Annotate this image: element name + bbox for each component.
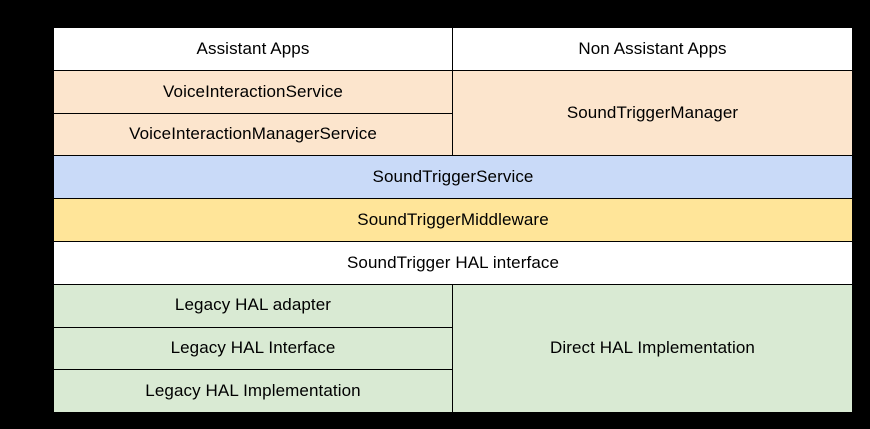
cell-legacy-hal-adapter: Legacy HAL adapter <box>53 283 453 328</box>
table-row-legacy-hal-implementation: Legacy HAL Implementation <box>53 369 853 414</box>
header-cell-non-assistant-apps: Non Assistant Apps <box>452 27 853 71</box>
cell-legacy-hal-interface: Legacy HAL Interface <box>53 326 453 371</box>
cell-sound-trigger-hal-interface: SoundTrigger HAL interface <box>53 240 853 285</box>
cell-sound-trigger-service: SoundTriggerService <box>53 155 853 200</box>
cell-voice-interaction-manager-service: VoiceInteractionManagerService <box>53 112 453 157</box>
table-row-voice-interaction-manager-service: VoiceInteractionManagerService <box>53 112 853 157</box>
cell-direct-hal-implementation: Direct HAL Implementation <box>452 283 853 414</box>
architecture-layer-table: Assistant Apps Non Assistant Apps VoiceI… <box>53 27 853 414</box>
table-row-sound-trigger-middleware: SoundTriggerMiddleware <box>53 198 853 242</box>
cell-sound-trigger-manager: SoundTriggerManager <box>452 69 853 157</box>
table-row-sound-trigger-hal-interface: SoundTrigger HAL interface <box>53 240 853 285</box>
header-cell-assistant-apps: Assistant Apps <box>53 27 453 71</box>
cell-voice-interaction-service: VoiceInteractionService <box>53 69 453 114</box>
table-row-legacy-hal-adapter: Legacy HAL adapter Direct HAL Implementa… <box>53 283 853 414</box>
cell-legacy-hal-implementation: Legacy HAL Implementation <box>53 369 453 414</box>
cell-sound-trigger-middleware: SoundTriggerMiddleware <box>53 198 853 242</box>
table-row-sound-trigger-service: SoundTriggerService <box>53 155 853 200</box>
table-row-headers: Assistant Apps Non Assistant Apps <box>53 27 853 71</box>
table-row-legacy-hal-interface: Legacy HAL Interface <box>53 326 853 371</box>
table-row-voice-interaction-service: VoiceInteractionService SoundTriggerMana… <box>53 69 853 157</box>
